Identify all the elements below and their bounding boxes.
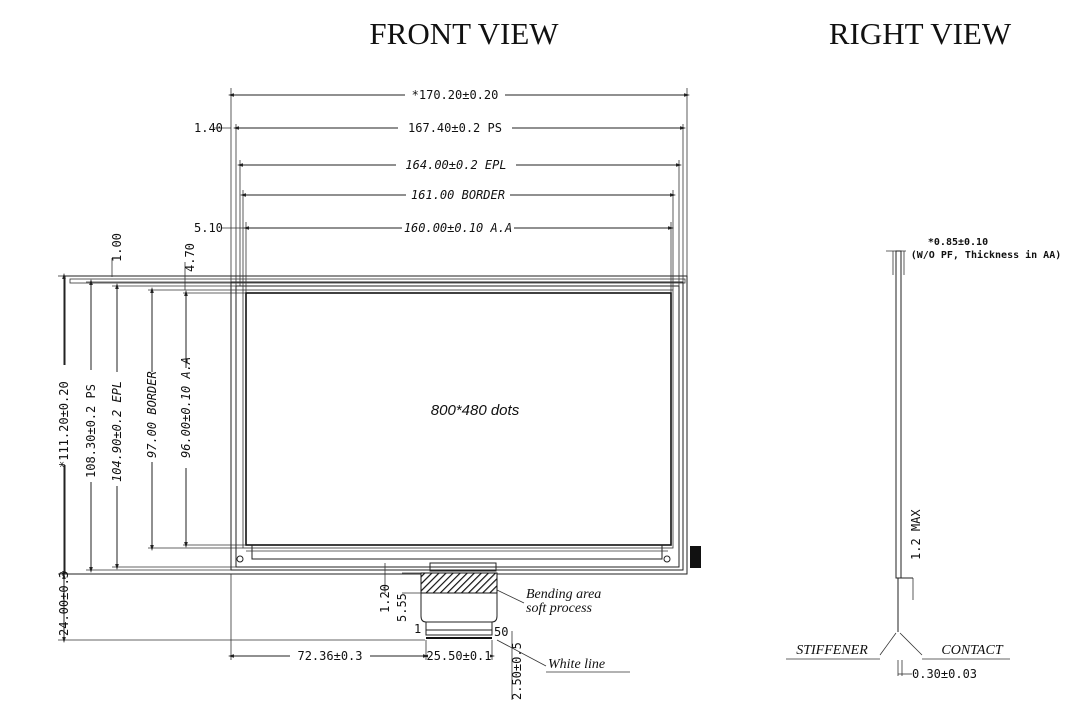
max-height-label: 1.2 MAX	[909, 509, 923, 560]
thickness-label: *0.85±0.10	[928, 237, 988, 248]
white-line-note: White line	[548, 657, 605, 672]
border-outline	[242, 289, 674, 549]
corner-hole-left	[236, 555, 244, 563]
dim-aa-width: 160.00±0.10 A.A	[404, 221, 512, 235]
dim-left-offset-ps: 1.40	[194, 121, 223, 135]
bending-area-hatch	[420, 572, 498, 594]
epl-outline	[235, 285, 680, 568]
dim-bend-1: 1.20	[378, 584, 392, 613]
dim-fpc-width: 25.50±0.1	[426, 649, 491, 663]
panel-side-profile	[895, 250, 902, 579]
bending-note-2: soft process	[526, 601, 593, 616]
dim-border-width: 161.00 BORDER	[411, 188, 505, 202]
dim-epl-height: 104.90±0.2 EPL	[110, 381, 124, 482]
resolution-label: 800*480 dots	[431, 402, 520, 419]
dim-top-offset-b: 4.70	[183, 243, 197, 272]
right-view-title: RIGHT VIEW	[829, 16, 1012, 51]
dim-bend-2: 5.55	[395, 593, 409, 622]
dim-left-offset-aa: 5.10	[194, 221, 223, 235]
fpc-body	[420, 593, 498, 623]
dim-total-width: *170.20±0.20	[412, 88, 499, 102]
contact-label: CONTACT	[941, 643, 1003, 658]
thickness-note: (W/O PF, Thickness in AA)	[911, 249, 1062, 261]
dim-top-offset-a: 1.00	[110, 233, 124, 262]
fpc-cable: 1 50 1.20 5.55 Bending area soft process…	[228, 562, 630, 700]
fpc-bond-area	[429, 562, 497, 572]
top-dimensions: *170.20±0.20 167.40±0.2 PS 1.40 164.00±0…	[194, 87, 690, 293]
front-view-title: FRONT VIEW	[369, 16, 559, 51]
dim-border-height: 97.00 BORDER	[145, 371, 159, 458]
corner-hole-right	[663, 555, 671, 563]
fpc-contact	[425, 629, 493, 636]
dim-aa-height: 96.00±0.10 A.A	[179, 357, 193, 458]
pin-last: 50	[494, 625, 508, 639]
connector-tab	[690, 546, 701, 568]
dim-ps-height: 108.30±0.2 PS	[84, 384, 98, 478]
pin-first: 1	[414, 622, 421, 636]
dim-total-height: *111.20±0.20	[57, 381, 71, 468]
panel-outlines: 800*480 dots	[64, 275, 701, 575]
dim-fpc-length: 24.00±0.3	[57, 571, 71, 636]
ps-outline	[230, 281, 684, 571]
dim-ps-width: 167.40±0.2 PS	[408, 121, 502, 135]
right-view-drawing: *0.85±0.10 (W/O PF, Thickness in AA) 1.2…	[786, 237, 1061, 681]
dim-fpc-offset: 72.36±0.3	[297, 649, 362, 663]
left-dimensions: 1.00 4.70 *111.20±0.20 108.30±0.2 PS 104…	[57, 233, 425, 643]
contact-thickness-dim: 0.30±0.03	[912, 667, 977, 681]
dim-contact: 2.50±0.5	[510, 642, 524, 700]
panel-top-strip	[69, 278, 686, 284]
dim-epl-width: 164.00±0.2 EPL	[405, 158, 506, 172]
bottom-ledge	[251, 545, 663, 560]
active-area-outline	[245, 292, 672, 546]
stiffener-label: STIFFENER	[796, 643, 868, 658]
bending-note-1: Bending area	[526, 587, 601, 602]
